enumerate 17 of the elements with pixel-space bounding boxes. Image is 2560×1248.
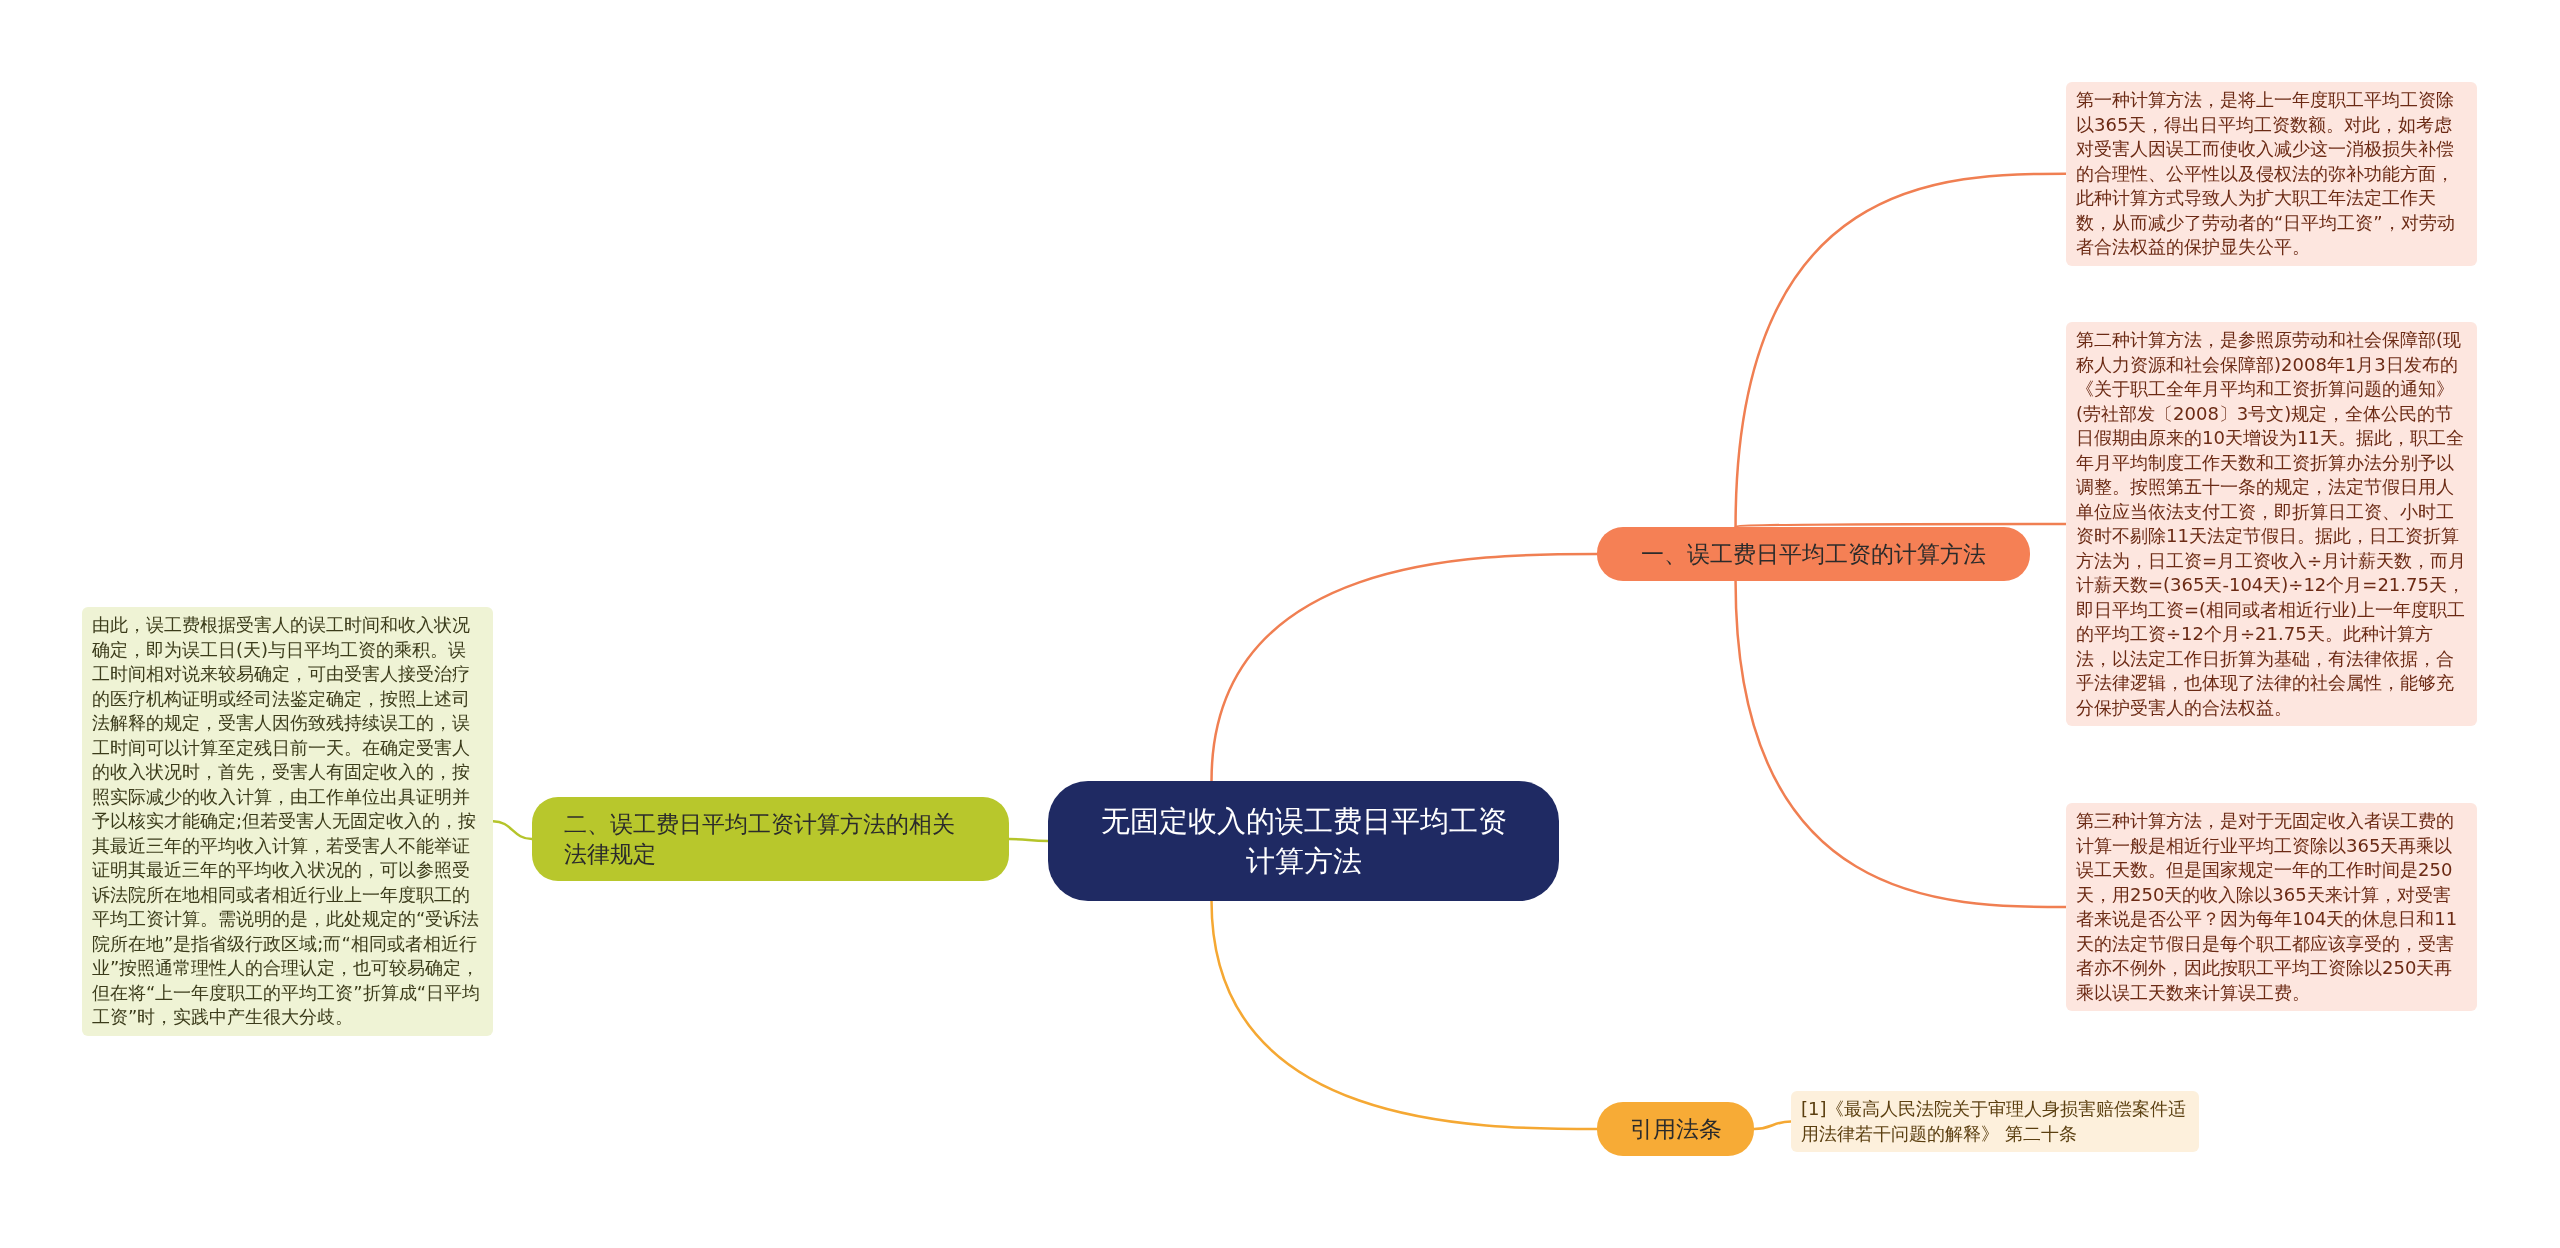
connector <box>1734 172 2066 528</box>
branch-topic: 引用法条 <box>1597 1102 1754 1156</box>
text-card: 第二种计算方法，是参照原劳动和社会保障部(现称人力资源和社会保障部)2008年1月3日发布的《关于职工全年月平均和工资折算问题的通知》(劳社部发〔2008〕3号文)规定，全体公民的节日假期由原来的10天增设为11天。据此，职工全年月平均制度工作天数和工资折算办法分别予以调整。按照第五十一条的规定，法定节假日用人单位应当依法支付工资，即折算日工资、小时工资时不剔除11天法定节假日。据此，日工资折算方法为，日工资=月工资收入÷月计薪天数，而月计薪天数=(365天-104天)÷12个月=21.75天，即日平均工资=(相同或者相近行业)上一年度职工的平均工资÷12个月÷21.75天。此种计算方法，以法定工作日折算为基础，有法律依据，合乎法律逻辑，也体现了法律的社会属性，能够充分保护受害人的合法权益。 <box>2066 322 2477 726</box>
text-card: [1]《最高人民法院关于审理人身损害赔偿案件适用法律若干问题的解释》 第二十条 <box>1791 1091 2199 1152</box>
connector <box>1753 1120 1792 1131</box>
branch-topic: 一、误工费日平均工资的计算方法 <box>1597 527 2030 581</box>
connector <box>1210 900 1597 1131</box>
central-topic: 无固定收入的误工费日平均工资计算方法 <box>1048 781 1559 901</box>
connector <box>1210 552 1597 782</box>
branch-topic: 二、误工费日平均工资计算方法的相关法律规定 <box>532 797 1009 881</box>
connector <box>492 820 533 841</box>
text-card: 第三种计算方法，是对于无固定收入者误工费的计算一般是相近行业平均工资除以365天再乘以误工天数。但是国家规定一年的工作时间是250天，用250天的收入除以365天来计算，对受害者来说是否公平？因为每年104天的休息日和11天的法定节假日是每个职工都应该享受的，受害者亦不例外，因此按职工平均工资除以250天再乘以误工天数来计算误工费。 <box>2066 803 2477 1011</box>
text-card: 第一种计算方法，是将上一年度职工平均工资除以365天，得出日平均工资数额。对此，如考虑对受害人因误工而使收入减少这一消极损失补偿的合理性、公平性以及侵权法的弥补功能方面，此种计算方式导致人为扩大职工年法定工作天数，从而减少了劳动者的“日平均工资”，对劳动者合法权益的保护显失公平。 <box>2066 82 2477 266</box>
connector <box>1734 580 2066 909</box>
text-card: 由此，误工费根据受害人的误工时间和收入状况确定，即为误工日(天)与日平均工资的乘积。误工时间相对说来较易确定，可由受害人接受治疗的医疗机构证明或经司法鉴定确定，按照上述司法解释的规定，受害人因伤致残持续误工的，误工时间可以计算至定残日前一天。在确定受害人的收入状况时，首先，受害人有固定收入的，按照实际减少的收入计算，由工作单位出具证明并予以核实才能确定;但若受害人无固定收入的，按其最近三年的平均收入计算，若受害人不能举证证明其最近三年的平均收入状况的，可以参照受诉法院所在地相同或者相近行业上一年度职工的平均工资计算。需说明的是，此处规定的“受诉法院所在地”是指省级行政区域;而“相同或者相近行业”按照通常理性人的合理认定，也可较易确定，但在将“上一年度职工的平均工资”折算成“日平均工资”时，实践中产生很大分歧。 <box>82 607 493 1036</box>
connector <box>1009 837 1048 843</box>
connector <box>1735 522 2066 529</box>
